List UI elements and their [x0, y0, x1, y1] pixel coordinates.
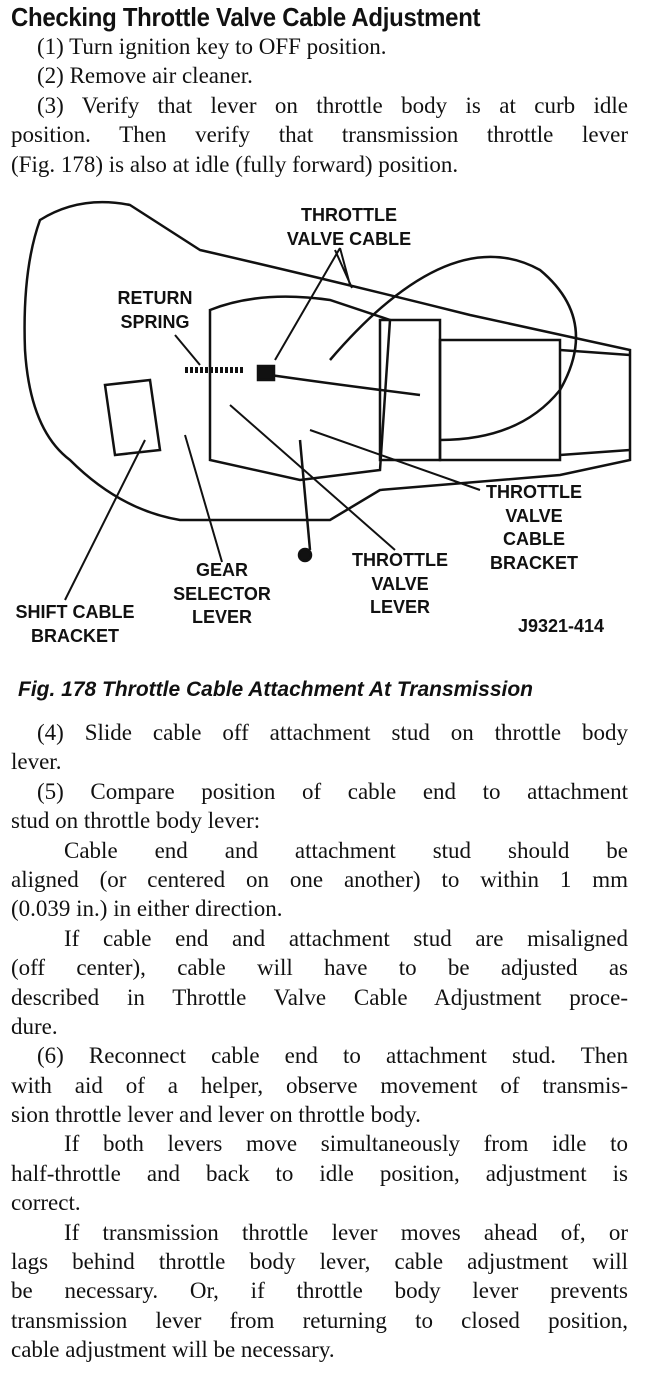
- label-line: SELECTOR: [173, 583, 271, 604]
- label-line: BRACKET: [31, 625, 119, 646]
- text-line: transmission lever from returning to clo…: [11, 1307, 628, 1333]
- text-line: correct.: [11, 1190, 81, 1216]
- text-line: lags behind throttle body lever, cable a…: [11, 1249, 628, 1275]
- text-line: stud on throttle body lever:: [11, 808, 261, 834]
- intro-steps: (1) Turn ignition key to OFF position. (2…: [11, 32, 628, 179]
- paragraph: (3) Verify that lever on throttle body i…: [11, 91, 628, 179]
- label-throttle-valve-cable: THROTTLE VALVE CABLE: [284, 204, 414, 251]
- paragraph: (2) Remove air cleaner.: [11, 61, 628, 90]
- paragraph: Cable end and attachment stud should be a…: [11, 836, 628, 924]
- paragraph: If both levers move simultaneously from …: [11, 1129, 628, 1217]
- text-line: position. Then verify that transmission …: [11, 122, 628, 148]
- paragraph: (5) Compare position of cable end to att…: [11, 777, 628, 836]
- text-line: half-throttle and back to idle position,…: [11, 1160, 628, 1186]
- text-line: aligned (or centered on one another) to …: [11, 866, 628, 892]
- body-text: (4) Slide cable off attachment stud on t…: [11, 718, 628, 1365]
- transmission-illustration: [23, 200, 632, 601]
- text-line: cable adjustment will be necessary.: [11, 1337, 335, 1363]
- figure-178: THROTTLE VALVE CABLE RETURN SPRING THROT…: [0, 190, 647, 655]
- figure-caption: Fig. 178 Throttle Cable Attachment At Tr…: [18, 678, 533, 701]
- text-line: Cable end and attachment stud should be: [64, 837, 628, 863]
- label-line: VALVE: [371, 573, 429, 594]
- text-line: If transmission throttle lever moves ahe…: [64, 1219, 628, 1245]
- figure-code: J9321-414: [517, 616, 605, 636]
- paragraph: If cable end and attachment stud are mis…: [11, 924, 628, 1042]
- label-throttle-valve-lever: THROTTLE VALVE LEVER: [350, 549, 450, 620]
- label-line: SHIFT CABLE: [15, 602, 135, 622]
- label-line: THROTTLE: [301, 205, 397, 225]
- paragraph: (4) Slide cable off attachment stud on t…: [11, 718, 628, 777]
- text-line: sion throttle lever and lever on throttl…: [11, 1102, 421, 1128]
- text-line: be necessary. Or, if throttle body lever…: [11, 1278, 628, 1304]
- paragraph: (6) Reconnect cable end to attachment st…: [11, 1041, 628, 1129]
- label-line: LEVER: [191, 607, 252, 627]
- text-line: described in Throttle Valve Cable Adjust…: [11, 984, 628, 1010]
- text-line: (3) Verify that lever on throttle body i…: [37, 92, 628, 118]
- text-line: (1) Turn ignition key to OFF position.: [37, 34, 387, 59]
- label-line: SPRING: [120, 311, 190, 332]
- paragraph: If transmission throttle lever moves ahe…: [11, 1218, 628, 1365]
- label-gear-selector-lever: GEAR SELECTOR LEVER: [172, 559, 272, 630]
- label-line: BRACKET: [490, 552, 578, 573]
- text-line: (Fig. 178) is also at idle (fully forwar…: [11, 151, 459, 177]
- text-line: (0.039 in.) in either direction.: [11, 896, 283, 922]
- text-line: dure.: [11, 1013, 58, 1039]
- text-line: with aid of a helper, observe movement o…: [11, 1072, 628, 1098]
- text-line: (2) Remove air cleaner.: [37, 63, 253, 89]
- paragraph: (1) Turn ignition key to OFF position.: [11, 32, 628, 61]
- label-line: LEVER: [369, 597, 430, 617]
- text-line: lever.: [11, 749, 62, 775]
- label-line: THROTTLE: [352, 550, 448, 570]
- label-throttle-valve-cable-bracket: THROTTLE VALVE CABLE BRACKET: [480, 481, 588, 575]
- section-title: Checking Throttle Valve Cable Adjustment: [11, 2, 481, 32]
- text-line: (off center), cable will have to be adju…: [11, 955, 628, 981]
- text-line: If both levers move simultaneously from …: [64, 1131, 628, 1157]
- text-line: (6) Reconnect cable end to attachment st…: [37, 1043, 628, 1069]
- text-line: (4) Slide cable off attachment stud on t…: [37, 720, 628, 745]
- label-line: THROTTLE: [486, 482, 582, 502]
- label-line: VALVE CABLE: [286, 228, 412, 249]
- text-line: If cable end and attachment stud are mis…: [64, 925, 628, 951]
- label-line: VALVE: [505, 505, 563, 526]
- label-line: CABLE: [503, 529, 565, 549]
- label-line: GEAR: [195, 560, 248, 580]
- label-return-spring: RETURN SPRING: [110, 287, 200, 334]
- text-line: (5) Compare position of cable end to att…: [37, 778, 628, 804]
- label-line: RETURN: [117, 288, 193, 308]
- label-shift-cable-bracket: SHIFT CABLE BRACKET: [10, 601, 140, 648]
